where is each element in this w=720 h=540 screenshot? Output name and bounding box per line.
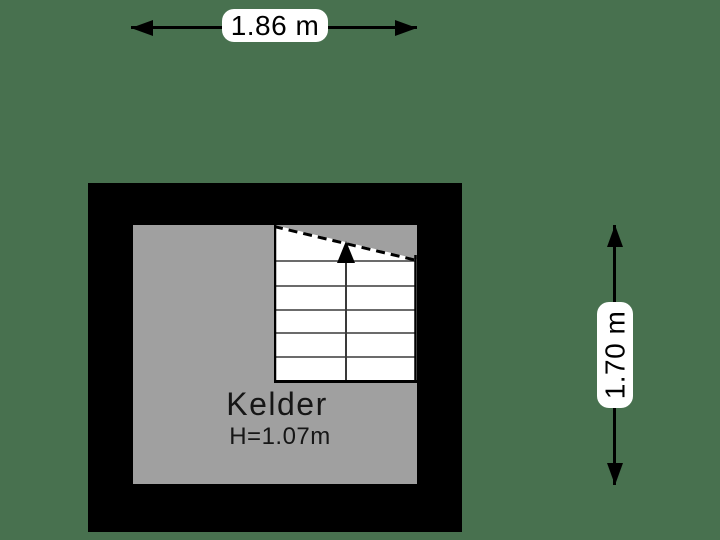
room-name-label: Kelder — [226, 386, 328, 422]
stair-headroom-dashed-line — [274, 225, 417, 262]
width-dimension-value: 1.86 m — [230, 9, 320, 41]
height-dimension-label: 1.70 m — [597, 302, 633, 408]
height-arrowhead-up-icon — [606, 225, 623, 247]
stair-direction-arrow-icon — [337, 241, 355, 263]
staircase — [274, 225, 417, 383]
height-arrowhead-down-icon — [606, 463, 623, 485]
width-arrowhead-right-icon — [395, 19, 417, 36]
height-dimension-value: 1.70 m — [599, 310, 631, 400]
width-dimension-label: 1.86 m — [222, 9, 328, 42]
width-arrowhead-left-icon — [131, 19, 153, 36]
room-height-label: H=1.07m — [229, 423, 331, 450]
